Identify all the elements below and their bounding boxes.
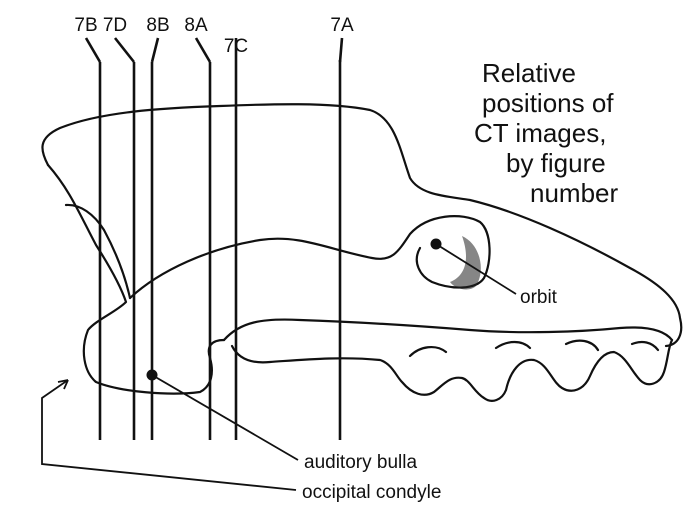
auditory-bulla-leader-line <box>152 375 298 460</box>
occipital-condyle-label: occipital condyle <box>302 482 441 503</box>
occipital-condyle-leader-line <box>42 380 296 490</box>
teeth-row <box>232 340 672 401</box>
slice-label-leader-8b <box>152 38 158 62</box>
auditory-bulla-label: auditory bulla <box>304 452 417 473</box>
slice-label-leader-7a <box>340 38 342 62</box>
title-line-4: by figure <box>506 148 606 178</box>
slice-label-leader-7d <box>115 38 134 62</box>
maxilla-edge <box>224 320 672 340</box>
zygomatic-arch <box>130 216 490 298</box>
slice-label-7a: 7A <box>330 15 354 36</box>
title-line-5: number <box>530 178 618 208</box>
slice-label-7d: 7D <box>103 15 127 36</box>
title-line-3: CT images, <box>474 118 606 148</box>
inner-cranial-line <box>66 205 130 298</box>
diagram-title: Relative positions of CT images, by figu… <box>474 58 618 208</box>
slice-label-leader-8a <box>196 38 210 62</box>
slice-label-leader-7b <box>86 38 100 62</box>
slice-label-7c: 7C <box>224 36 248 57</box>
title-line-1: Relative <box>482 58 576 88</box>
teeth-detail <box>410 341 658 356</box>
slice-label-8a: 8A <box>184 15 208 36</box>
slice-label-7b: 7B <box>74 15 97 36</box>
orbit-label: orbit <box>520 287 558 308</box>
slice-label-8b: 8B <box>146 15 169 36</box>
ct-slice-lines: 7B 7D 8B 8A 7C 7A <box>74 15 354 440</box>
title-line-2: positions of <box>482 88 614 118</box>
occipital-region <box>48 165 224 394</box>
